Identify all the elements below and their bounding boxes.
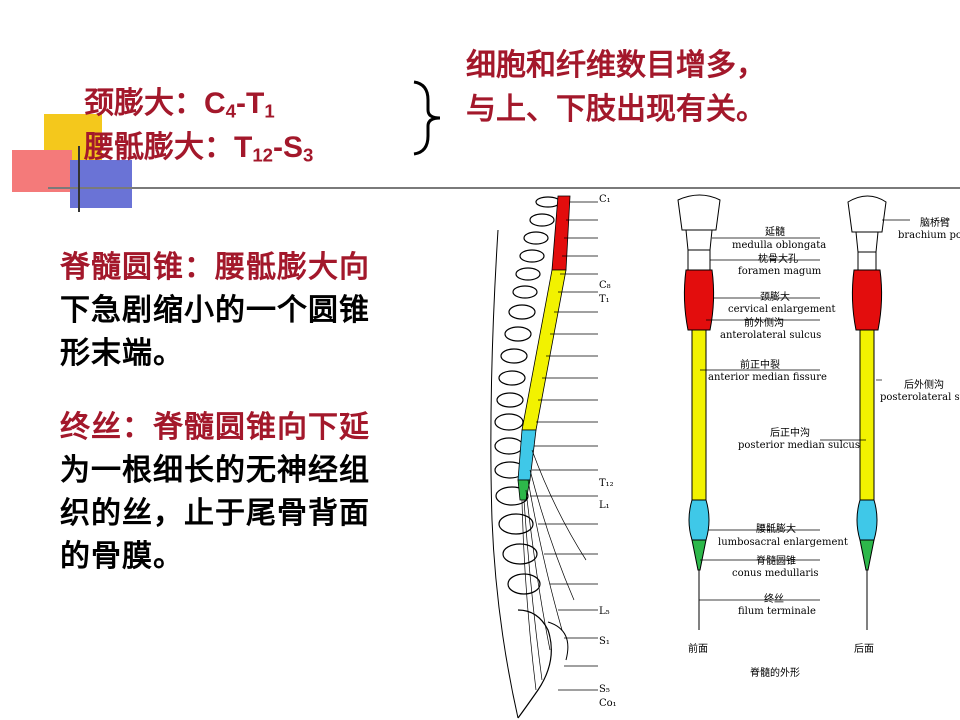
cervical-enlargement-line: 颈膨大：C4-T1	[84, 78, 275, 123]
label-cervical-cn: 颈膨大	[760, 290, 790, 303]
label-foramen-en: foramen magum	[738, 266, 822, 277]
filum-line: 的骨膜。	[60, 539, 184, 574]
label-conus-cn: 脊髓圆锥	[756, 554, 796, 567]
label-conus-en: conus medullaris	[732, 568, 819, 579]
filum-line: 织的丝，止于尾骨背面	[60, 496, 370, 531]
label-antmed-en: anterior median fissure	[708, 372, 827, 383]
label-medulla-en: medulla oblongata	[732, 240, 826, 251]
summary-line: 与上、下肢出现有关。	[466, 92, 766, 127]
label-c1: C₁	[599, 194, 611, 205]
vertebral-column-illustration: C₁ C₈ T₁ T₁₂ L₁ L₅ S₁ S₅ Co₁	[490, 194, 617, 719]
decor-vertical-line	[78, 146, 80, 212]
seg-text: -T	[236, 87, 265, 120]
leader-lines	[699, 219, 910, 601]
label-brachium-en: brachium po	[898, 230, 960, 241]
label-front-view: 前面	[688, 642, 708, 655]
conus-medullaris-paragraph: 脊髓圆锥：腰骶膨大向 下急剧缩小的一个圆锥 形末端。	[60, 246, 370, 375]
filum-terminale-paragraph: 终丝：脊髓圆锥向下延 为一根细长的无神经组 织的丝，止于尾骨背面 的骨膜。	[60, 406, 370, 578]
label-foramen-cn: 枕骨大孔	[758, 252, 798, 265]
decor-red-square	[12, 150, 72, 192]
conus-line: 形末端。	[60, 336, 184, 371]
seg-sub: 12	[252, 144, 274, 166]
label-l1: L₁	[599, 500, 610, 511]
summary-text: 细胞和纤维数目增多， 与上、下肢出现有关。	[466, 44, 766, 132]
label-l5: L₅	[599, 606, 610, 617]
seg-text: -S	[273, 131, 304, 164]
seg-text: T	[234, 131, 253, 164]
seg-sub: 3	[303, 144, 314, 166]
label-postmed-en: posterior median sulcus	[738, 440, 860, 451]
label-postmed-cn: 后正中沟	[770, 426, 810, 439]
label-s1: S₁	[599, 636, 610, 647]
cauda-equina	[521, 449, 587, 691]
title-divider-line	[48, 187, 960, 189]
figure-caption: 脊髓的外形	[750, 666, 800, 679]
label-postlat-en: posterolateral su	[880, 392, 960, 403]
label-antlat-cn: 前外侧沟	[744, 316, 784, 329]
label-filum-cn: 终丝	[764, 592, 784, 605]
back-brainstem	[847, 195, 887, 253]
vertebrae	[494, 196, 561, 595]
label-t1: T₁	[599, 294, 610, 305]
label-lumbo-en: lumbosacral enlargement	[718, 537, 848, 548]
label-back-view: 后面	[854, 643, 874, 655]
back-cord	[851, 251, 883, 630]
label-antmed-cn: 前正中裂	[740, 358, 780, 371]
label-t12: T₁₂	[599, 478, 614, 489]
label-postlat-cn: 后外侧沟	[904, 378, 944, 391]
label-co1: Co₁	[599, 698, 617, 709]
label-lumbo-cn: 腰骶膨大	[756, 522, 796, 535]
segment-labels: C₁ C₈ T₁ T₁₂ L₁ L₅ S₁ S₅ Co₁	[599, 194, 617, 709]
nerve-root-ticks	[530, 201, 598, 691]
conus-line: 脊髓圆锥：腰骶膨大向	[60, 250, 370, 285]
filum-line: 终丝：脊髓圆锥向下延	[60, 410, 370, 445]
front-brainstem	[677, 194, 721, 251]
summary-line: 细胞和纤维数目增多，	[466, 48, 766, 83]
seg-sub: 4	[225, 100, 237, 122]
spinal-cord-segments	[517, 195, 571, 501]
conus-line: 下急剧缩小的一个圆锥	[60, 293, 370, 328]
label-antlat-en: anterolateral sulcus	[720, 330, 821, 341]
lumbosacral-label: 腰骶膨大：	[84, 130, 234, 165]
label-cervical-en: cervical enlargement	[728, 304, 836, 315]
label-brachium-cn: 脑桥臂	[920, 216, 950, 229]
seg-sub: 1	[264, 100, 275, 122]
filum-line: 为一根细长的无神经组	[60, 453, 370, 488]
decor-blue-square	[70, 160, 132, 208]
label-filum-en: filum terminale	[738, 606, 816, 617]
label-medulla-cn: 延髓	[765, 225, 785, 238]
label-s5: S₅	[599, 684, 610, 695]
annotation-labels: 延髓 medulla oblongata 枕骨大孔 foramen magum …	[688, 216, 960, 679]
spinal-cord-external-features-illustration: 延髓 medulla oblongata 枕骨大孔 foramen magum …	[677, 194, 960, 679]
label-c8: C₈	[599, 280, 611, 291]
curly-brace-icon	[413, 80, 441, 156]
front-cord	[683, 249, 715, 630]
cervical-label: 颈膨大：	[84, 86, 204, 121]
lumbosacral-enlargement-line: 腰骶膨大：T12-S3	[84, 122, 313, 167]
seg-text: C	[204, 87, 226, 120]
